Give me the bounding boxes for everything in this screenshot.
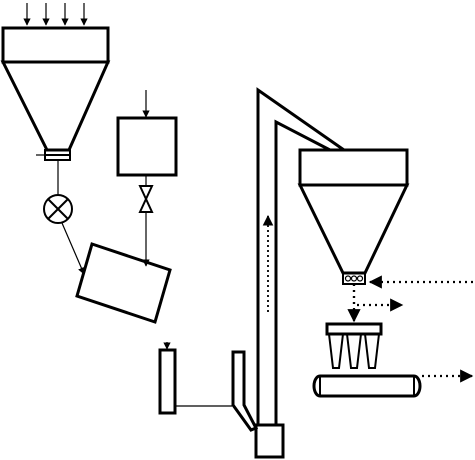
filter-bag-2 (345, 333, 363, 369)
air-side-flow (352, 284, 404, 312)
feed-column (158, 342, 232, 415)
filter-bank (325, 322, 383, 369)
mixer-to-dryer-line (61, 222, 85, 275)
column-body (158, 348, 177, 415)
hopper-top-box (1, 26, 110, 64)
dosing-tank (116, 90, 178, 267)
inlet-arrows (23, 3, 88, 26)
hopper-cone (0, 60, 111, 152)
elevator-inner-casing (274, 119, 331, 425)
conveyor (312, 369, 474, 398)
elevator-outer-casing (256, 87, 345, 425)
elevator-chute (231, 350, 259, 432)
filter-bag-3 (363, 333, 381, 369)
bucket-elevator (254, 87, 345, 459)
right-hopper-cone (297, 183, 410, 275)
conveyor-drum (312, 374, 422, 398)
gate-valve-icon (138, 185, 154, 213)
filter-bag-1 (327, 333, 345, 369)
cyclone-hopper-right (297, 148, 473, 323)
tank-box (116, 116, 178, 177)
discharge-screw-icon (342, 272, 366, 285)
elevator-boot (254, 423, 285, 459)
filter-header (325, 322, 383, 336)
right-hopper-top-box (298, 148, 409, 187)
feed-hopper-left (0, 3, 111, 275)
dryer-drum (75, 242, 172, 324)
mixer-icon (43, 194, 73, 224)
